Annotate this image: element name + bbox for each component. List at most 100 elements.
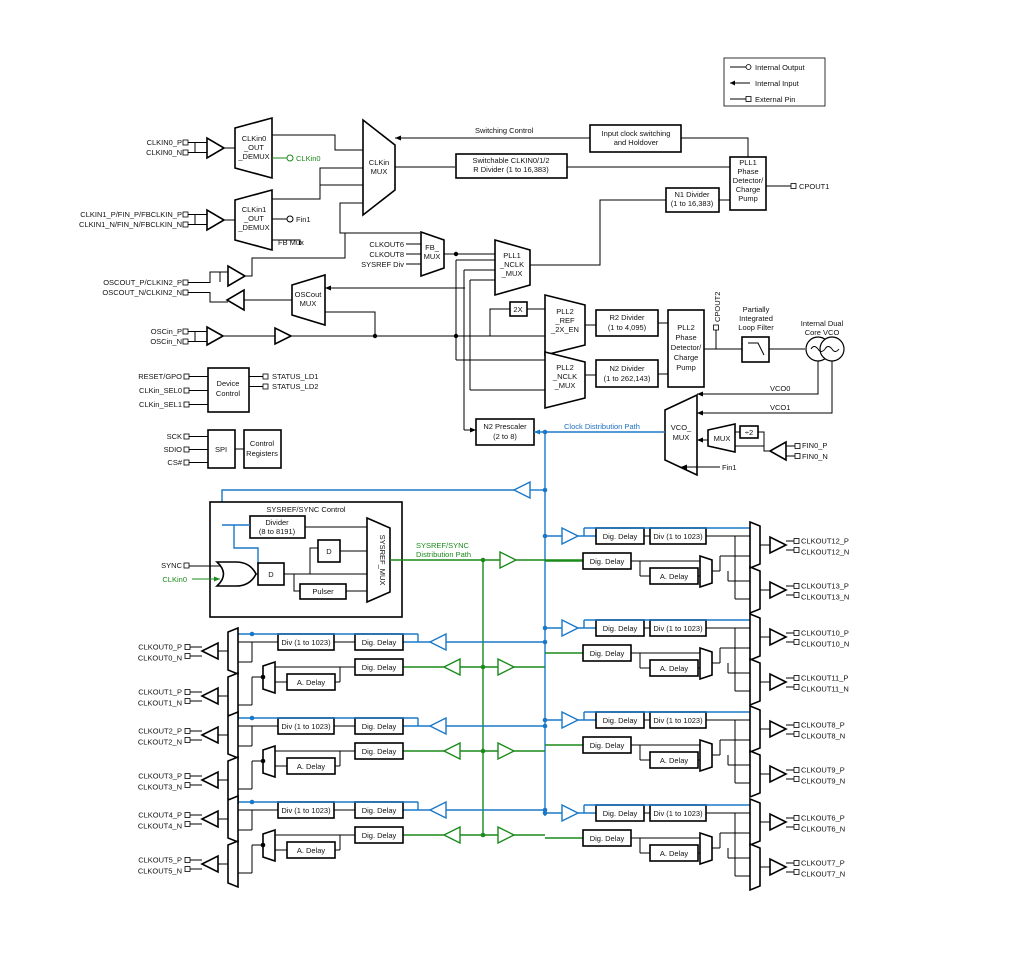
output-driver (769, 764, 788, 784)
pin-n (793, 776, 800, 782)
output-pin-label: CLKOUT7_N (801, 870, 845, 879)
divider-1023-label: Div (1 to 1023) (281, 722, 331, 731)
output-driver (200, 809, 219, 829)
svg-text:SYNC: SYNC (161, 561, 182, 570)
svg-text:(2 to 8): (2 to 8) (493, 432, 517, 441)
svg-text:Phase: Phase (675, 333, 696, 342)
cpout1-label: CPOUT1 (799, 182, 829, 191)
internal-input-icon (730, 80, 735, 86)
oscin-input: OSCin_P OSCin_N (150, 325, 490, 347)
pin-p (184, 644, 191, 650)
buffer-green (497, 657, 516, 677)
output-mux-a (227, 710, 239, 760)
output-mux-b (749, 565, 761, 615)
output-driver (200, 725, 219, 745)
pin-p (184, 812, 191, 818)
analog-delay-label: A. Delay (297, 678, 326, 687)
output-pin-label: CLKOUT11_N (801, 685, 849, 694)
analog-delay-label: A. Delay (660, 756, 689, 765)
pin-n (793, 684, 800, 690)
sysref-mux (366, 516, 391, 604)
delay-mux (262, 744, 276, 779)
output-pin-label: CLKOUT5_N (138, 867, 182, 876)
svg-text:SCK: SCK (167, 432, 182, 441)
svg-text:CS#: CS# (167, 458, 182, 467)
pin-p (793, 767, 800, 773)
pin-p (793, 583, 800, 589)
output-pin-label: CLKOUT1_P (138, 688, 182, 697)
junction (542, 807, 548, 813)
output-pin-label: CLKOUT0_N (138, 654, 182, 663)
svg-text:CLKIN1_N/FIN_N/FBCLKIN_N: CLKIN1_N/FIN_N/FBCLKIN_N (79, 220, 182, 229)
junction (542, 533, 548, 539)
pin-n (793, 869, 800, 875)
dig-delay-label: Dig. Delay (362, 638, 397, 647)
svg-text:Distribution Path: Distribution Path (416, 550, 471, 559)
svg-text:Switchable CLKIN0/1/2: Switchable CLKIN0/1/2 (472, 156, 549, 165)
clkin-mux (362, 118, 396, 217)
svg-text:RESET/GPO: RESET/GPO (138, 372, 182, 381)
svg-text:Phase: Phase (737, 167, 758, 176)
svg-text:PLL1: PLL1 (503, 251, 521, 260)
svg-text:Internal Dual: Internal Dual (801, 319, 844, 328)
junction (260, 758, 266, 764)
clkin0-demux (234, 116, 273, 180)
delay-mux (699, 831, 713, 866)
svg-text:Device: Device (217, 379, 240, 388)
pin-p (793, 675, 800, 681)
clkin0-input: CLKIN0_P CLKIN0_N (146, 136, 235, 160)
output-mux-b (227, 839, 239, 889)
clkin0-n-label: CLKIN0_N (146, 148, 182, 157)
junction (249, 799, 255, 805)
output-pin-label: CLKOUT13_P (801, 582, 849, 591)
svg-text:Detector/: Detector/ (671, 343, 702, 352)
dig-delay-label: Dig. Delay (590, 741, 625, 750)
pll2-ref-2x-en (544, 293, 586, 357)
pin-n (793, 592, 800, 598)
dig-delay-label: Dig. Delay (590, 557, 625, 566)
output-mux-a (227, 794, 239, 844)
svg-text:FIN0_N: FIN0_N (802, 452, 828, 461)
clkin1-demux (234, 188, 273, 252)
svg-text:MUX: MUX (673, 433, 690, 442)
dig-delay-label: Dig. Delay (362, 663, 397, 672)
svg-text:CLKin0: CLKin0 (242, 134, 267, 143)
output-driver (769, 812, 788, 832)
svg-text:CLKin_SEL0: CLKin_SEL0 (139, 386, 182, 395)
junction (260, 674, 266, 680)
clkin1-input: CLKIN1_P/FIN_P/FBCLKIN_P CLKIN1_N/FIN_N/… (79, 208, 235, 232)
control-registers (243, 429, 282, 469)
output-driver (769, 857, 788, 877)
svg-text:SPI: SPI (215, 445, 227, 454)
svg-text:OSCout: OSCout (295, 290, 323, 299)
svg-text:_MUX: _MUX (554, 381, 576, 390)
svg-text:(1 to 262,143): (1 to 262,143) (604, 374, 651, 383)
output-driver (200, 770, 219, 790)
output-mux-b (227, 755, 239, 805)
svg-text:_OUT: _OUT (243, 143, 264, 152)
svg-text:OSCin_P: OSCin_P (151, 327, 182, 336)
svg-text:(8 to 8191): (8 to 8191) (259, 527, 296, 536)
junction (249, 631, 255, 637)
buffer-green (497, 741, 516, 761)
svg-text:Loop Filter: Loop Filter (738, 323, 774, 332)
output-mux-b (749, 842, 761, 892)
spi-block (207, 429, 236, 469)
legend-internal-output: Internal Output (755, 63, 806, 72)
buffer-blue (428, 632, 447, 652)
output-pin-label: CLKOUT3_N (138, 783, 182, 792)
r2-divider (595, 309, 659, 337)
svg-text:CLKin_SEL1: CLKin_SEL1 (139, 400, 182, 409)
svg-text:PLL2: PLL2 (677, 323, 695, 332)
divider-1023-label: Div (1 to 1023) (653, 532, 703, 541)
svg-text:N2 Prescaler: N2 Prescaler (483, 422, 527, 431)
svg-text:(1 to 4,095): (1 to 4,095) (608, 323, 647, 332)
svg-text:(1 to 16,383): (1 to 16,383) (671, 199, 714, 208)
pin-p (793, 860, 800, 866)
output-pin-label: CLKOUT12_N (801, 548, 849, 557)
svg-text:Detector/: Detector/ (733, 176, 764, 185)
device-control-group: RESET/GPO CLKin_SEL0 CLKin_SEL1 Device C… (138, 367, 318, 413)
output-mux-b (749, 749, 761, 799)
delay-mux (699, 738, 713, 773)
analog-delay-label: A. Delay (660, 664, 689, 673)
